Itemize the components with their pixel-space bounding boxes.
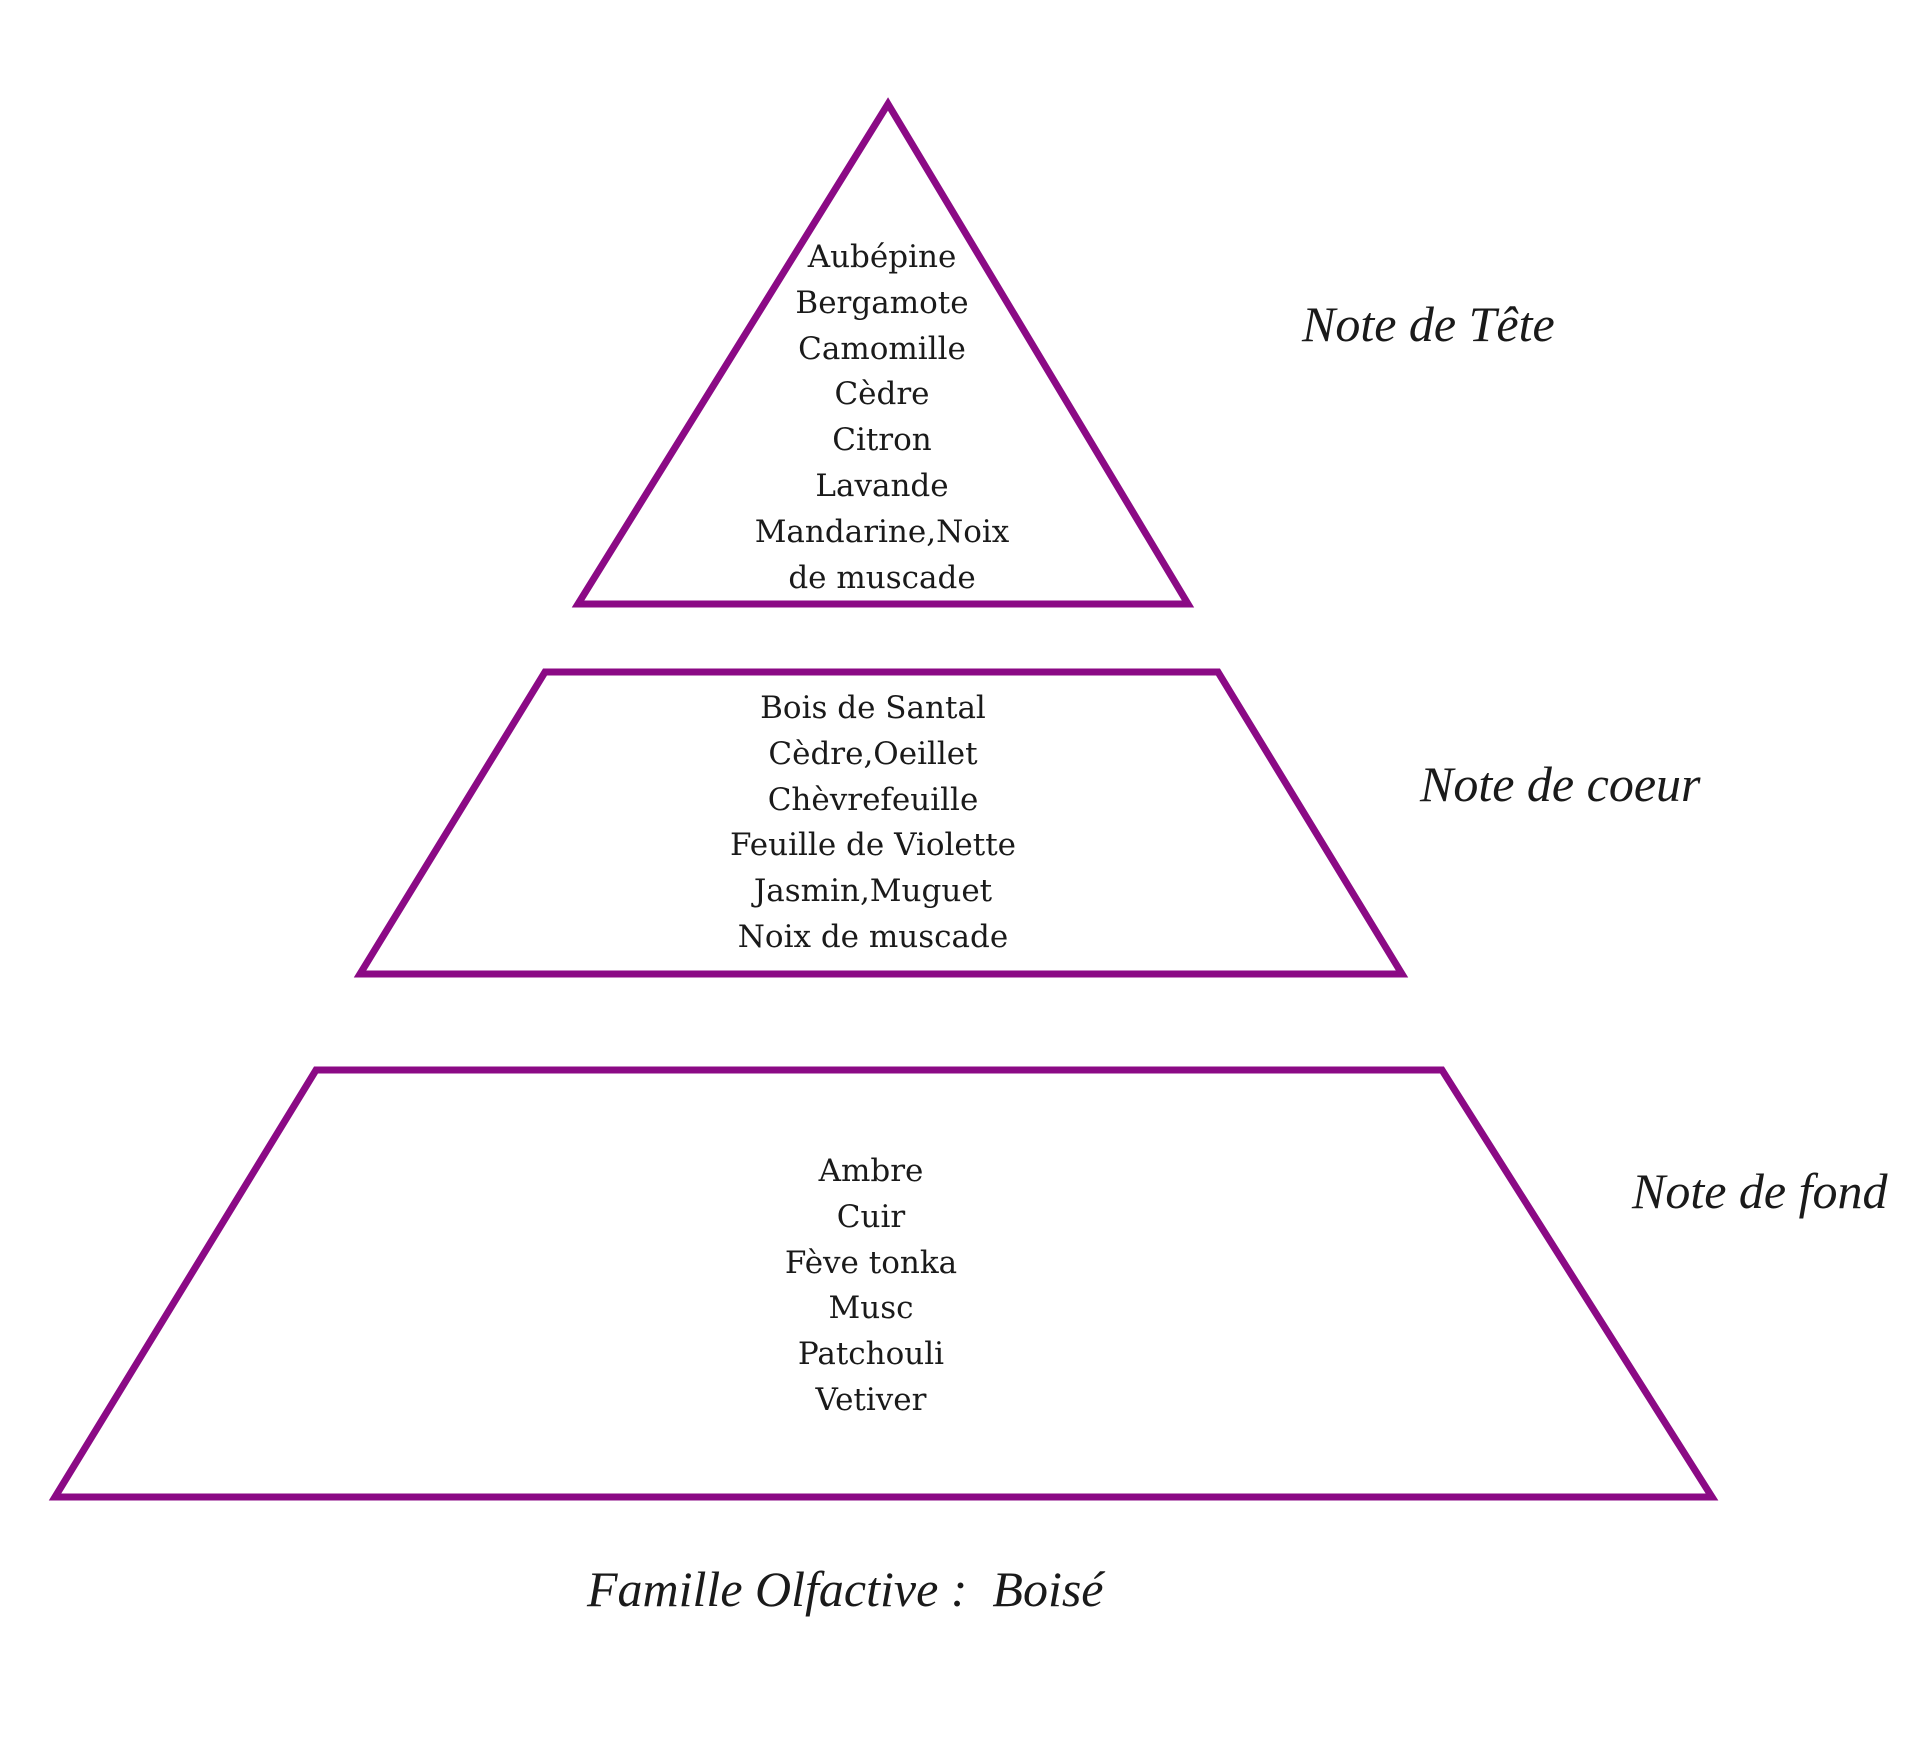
note-item: Camomille (798, 330, 966, 367)
note-item: Cèdre (834, 376, 930, 413)
note-item: Bois de Santal (760, 690, 986, 726)
note-item: Jasmin,Muguet (753, 873, 993, 910)
note-item: Noix de muscade (737, 918, 1009, 955)
top-tier-triangle (571, 97, 1195, 608)
base-note-label: Note de fond (1632, 1163, 1888, 1219)
middle-tier-trapezoid (353, 668, 1409, 978)
bottom-tier-trapezoid (48, 1066, 1719, 1501)
note-item: Cèdre,Oeillet (768, 735, 978, 772)
note-item: Aubépine (807, 239, 957, 275)
note-item: Mandarine,Noix (754, 513, 1010, 550)
heart-note-label: Note de coeur (1420, 756, 1701, 812)
note-item: Citron (832, 422, 932, 459)
note-item: Cuir (836, 1198, 906, 1235)
note-item: Musc (828, 1290, 914, 1327)
note-item: Ambre (818, 1153, 924, 1189)
note-item: de muscade (788, 559, 976, 596)
note-item: Bergamote (795, 284, 969, 321)
base-notes-list: Ambre Cuir Fève tonka Musc Patchouli Vet… (671, 1149, 1071, 1424)
note-item: Patchouli (797, 1336, 945, 1373)
olfactive-family-caption: Famille Olfactive : Boisé (587, 1561, 1104, 1617)
note-item: Fève tonka (784, 1244, 958, 1281)
note-item: Chèvrefeuille (767, 781, 979, 818)
top-notes-list: Aubépine Bergamote Camomille Cèdre Citro… (682, 235, 1082, 601)
note-item: Feuille de Violette (729, 827, 1017, 864)
note-item: Lavande (815, 467, 949, 504)
note-item: Vetiver (815, 1381, 927, 1418)
heart-notes-list: Bois de Santal Cèdre,Oeillet Chèvrefeuil… (673, 686, 1073, 961)
top-note-label: Note de Tête (1302, 296, 1555, 352)
